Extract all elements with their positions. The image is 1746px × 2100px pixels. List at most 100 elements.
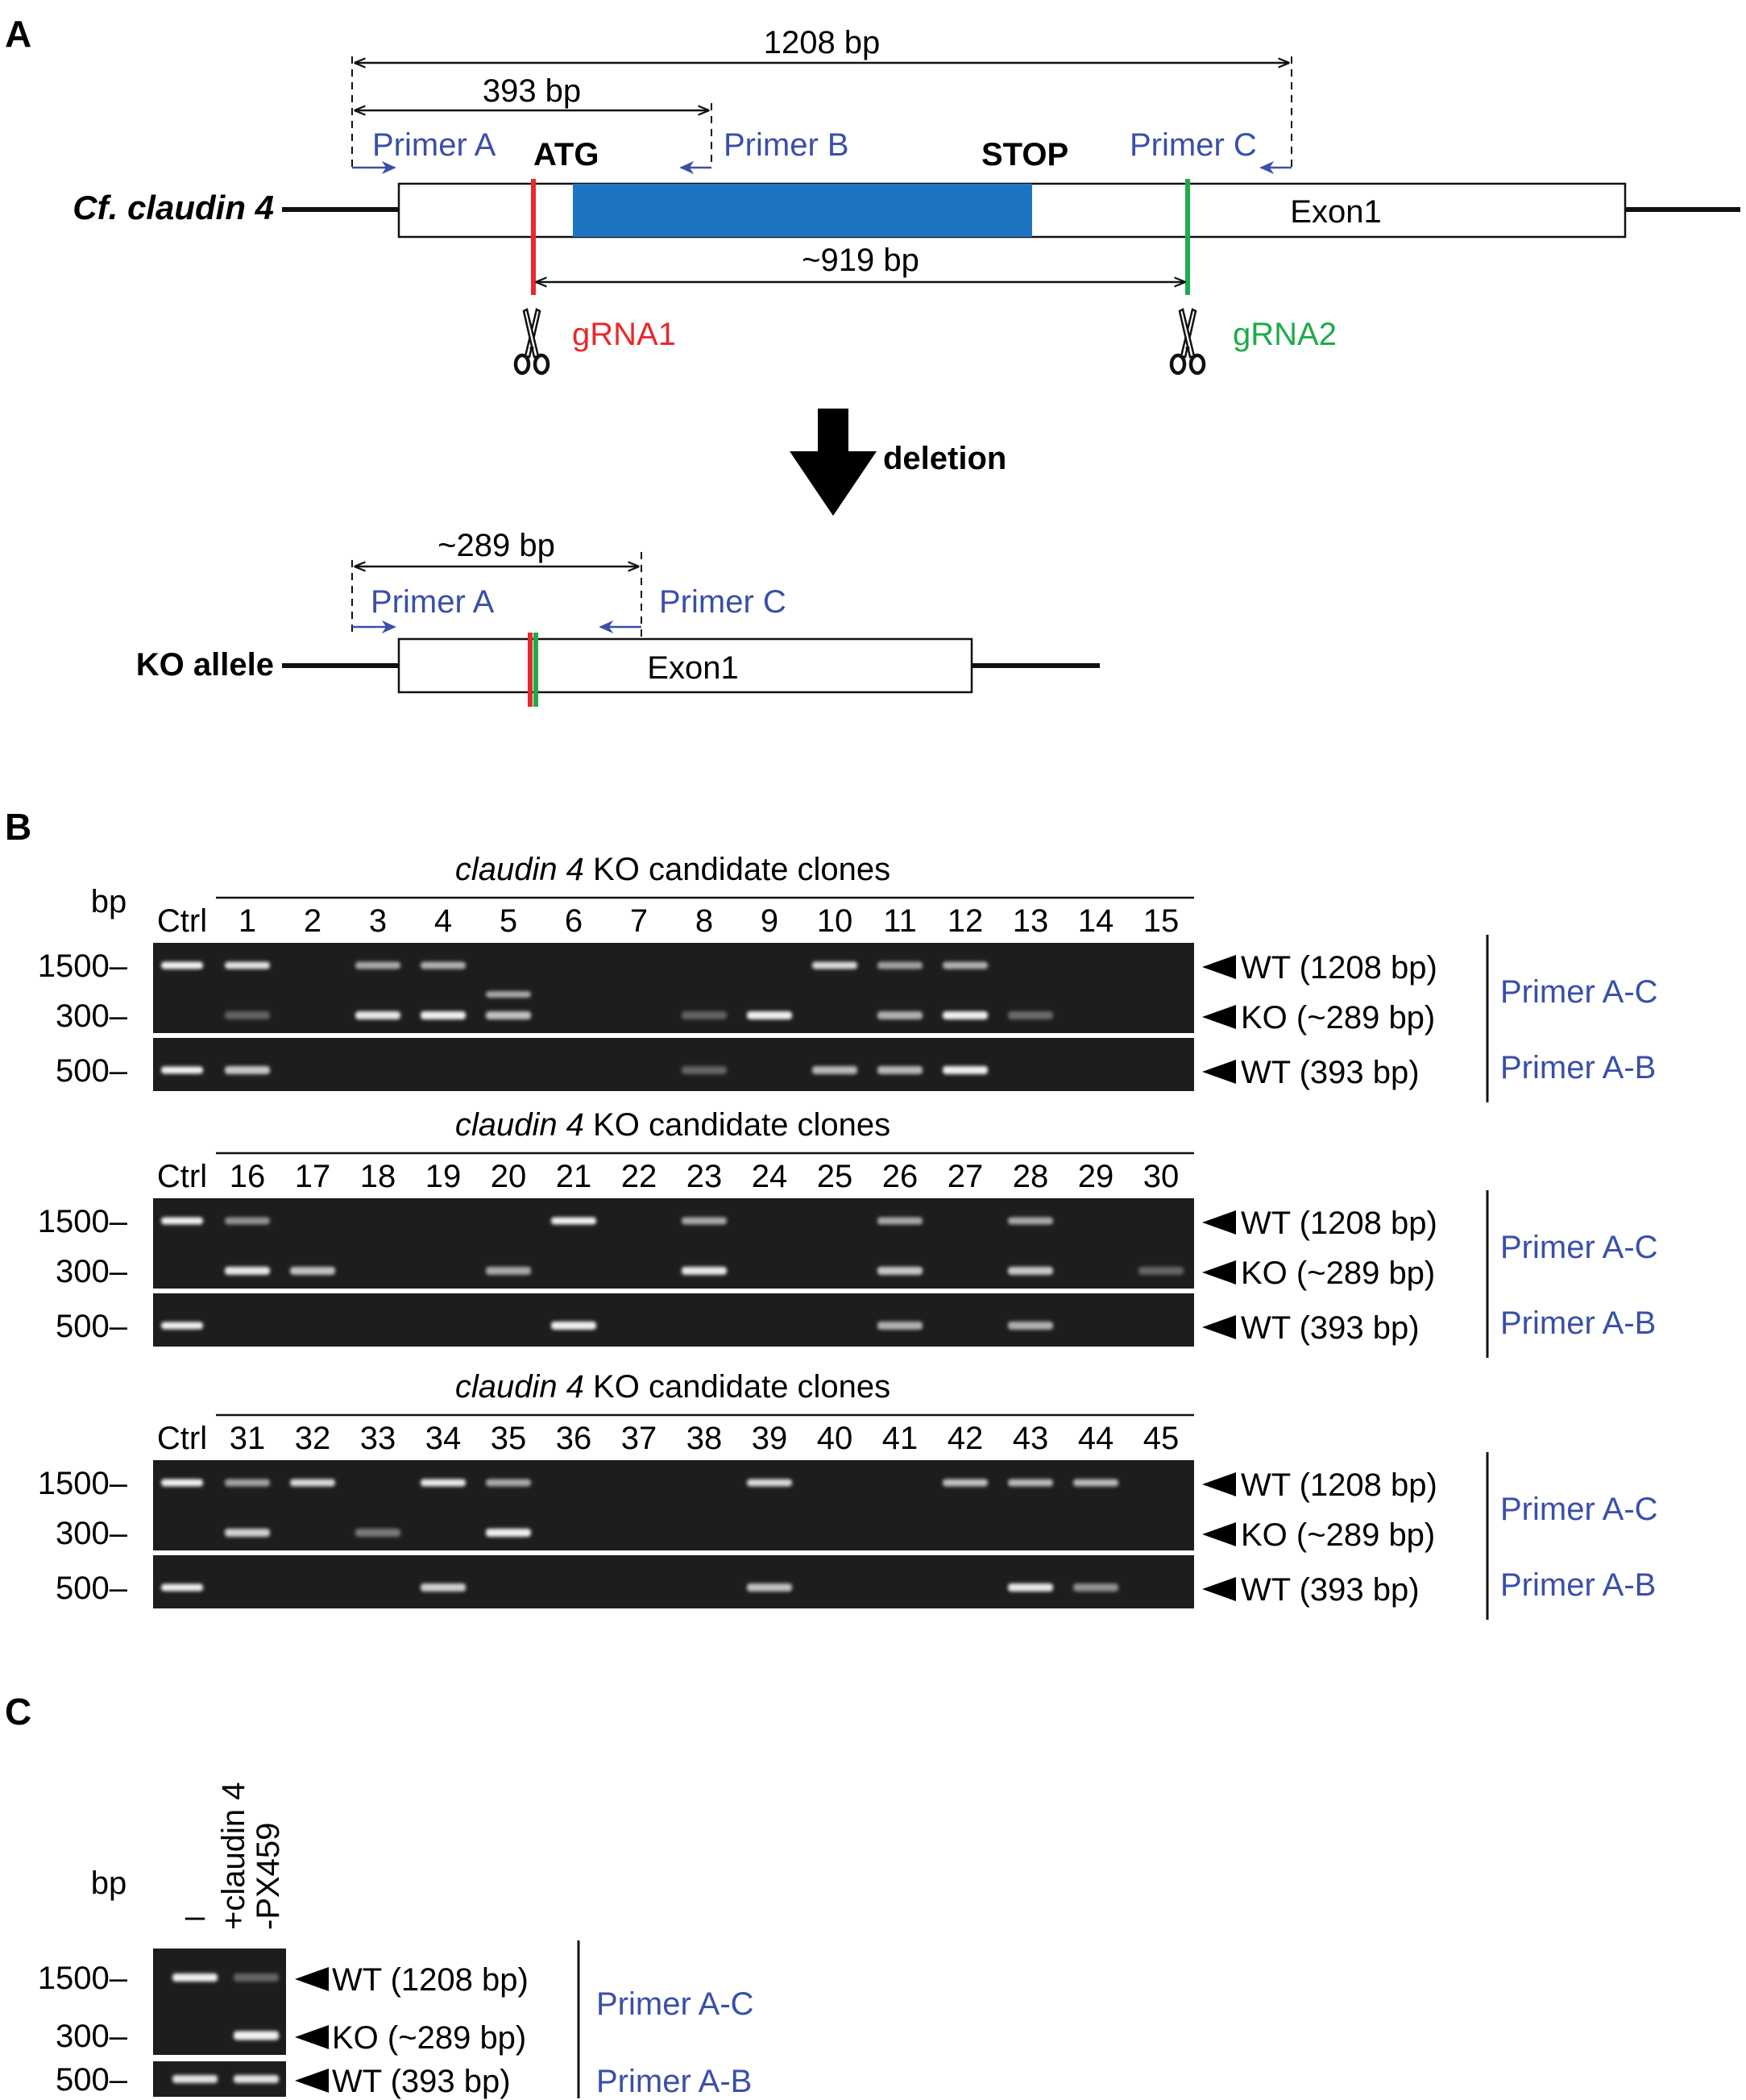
- lane-label: 18: [360, 1159, 396, 1194]
- band-ko-289: [225, 1529, 270, 1537]
- primer-ab-label: Primer A-B: [1500, 1305, 1656, 1341]
- lane-label: 32: [295, 1421, 331, 1456]
- band-wt-393: [877, 1066, 923, 1074]
- band-ko-289: [486, 1011, 531, 1019]
- lane-label: 11: [883, 903, 917, 939]
- lane-label: 42: [948, 1421, 984, 1456]
- band-wt-393: [1008, 1322, 1053, 1330]
- band-pointer: [1202, 1005, 1236, 1029]
- wt-1208-label: WT (1208 bp): [1241, 1206, 1437, 1241]
- lane-label: 33: [360, 1421, 396, 1456]
- band-pointer: [1202, 1522, 1236, 1546]
- lane-label: 4: [434, 903, 452, 939]
- lane-label: 6: [565, 903, 583, 939]
- lane-label: 20: [491, 1159, 527, 1194]
- scissors-icon: [516, 309, 548, 373]
- deletion-label: deletion: [883, 441, 1006, 476]
- primer-ac-label: Primer A-C: [596, 1986, 754, 2022]
- band-wt-1208: [225, 961, 270, 969]
- band-wt-393: [421, 1583, 466, 1592]
- lane-label: 34: [425, 1421, 462, 1456]
- ko-289-label: KO (~289 bp): [1241, 1517, 1435, 1553]
- lane-label: 19: [425, 1159, 462, 1194]
- band-pointer: [1202, 1060, 1236, 1084]
- scissors-icon: [1172, 309, 1204, 373]
- band-ko-289: [355, 1011, 400, 1019]
- primer-b-label: Primer B: [724, 127, 849, 163]
- band-wt-1208: [234, 1973, 279, 1982]
- dim-289-label: ~289 bp: [438, 528, 555, 563]
- band-extra: [486, 991, 531, 998]
- band-wt-393: [747, 1583, 792, 1592]
- primer-ab-label: Primer A-B: [1500, 1050, 1656, 1085]
- lane-label-ctrl: Ctrl: [157, 903, 207, 939]
- panel-c-letter: C: [5, 1691, 31, 1733]
- lane-label: 16: [230, 1159, 266, 1194]
- lane-label: 1: [238, 903, 256, 939]
- lane-label: 3: [369, 903, 387, 939]
- band-pointer: [295, 1967, 329, 1991]
- marker-500: 500–: [56, 2062, 128, 2098]
- down-arrow-icon: [790, 409, 877, 516]
- lane-label: 43: [1013, 1421, 1049, 1456]
- band-wt-1208: [1008, 1479, 1053, 1487]
- band-ctrl-1500: [161, 1479, 203, 1487]
- band-ko-289: [943, 1011, 988, 1019]
- marker-1500: 1500–: [38, 1466, 128, 1501]
- band-wt-1208: [172, 1973, 218, 1982]
- lane-label: 24: [752, 1159, 788, 1194]
- coding-sequence: [573, 184, 1032, 237]
- lane-label: 29: [1078, 1159, 1114, 1194]
- band-ko-289: [486, 1267, 531, 1275]
- ko-289-label: KO (~289 bp): [332, 2020, 526, 2056]
- band-ko-289: [234, 2031, 279, 2040]
- band-ko-289: [225, 1011, 270, 1019]
- band-wt-393: [1073, 1583, 1118, 1592]
- lane-label: 40: [817, 1421, 853, 1456]
- ko-allele-label: KO allele: [136, 647, 274, 683]
- band-ko-289: [355, 1529, 400, 1537]
- band-ctrl-1500: [161, 961, 203, 969]
- marker-1500: 1500–: [38, 948, 128, 984]
- band-wt-393: [234, 2075, 279, 2083]
- lane-label: 30: [1143, 1159, 1180, 1194]
- band-wt-393: [225, 1066, 270, 1074]
- lane-label: 28: [1013, 1159, 1049, 1194]
- lane-label: 39: [752, 1421, 788, 1456]
- gel-panel-c: 1500–300–500–WT (1208 bp)KO (~289 bp)WT …: [38, 1940, 754, 2099]
- atg-label: ATG: [533, 137, 599, 172]
- lane-label: 31: [230, 1421, 266, 1456]
- marker-300: 300–: [56, 1254, 128, 1289]
- band-wt-393: [682, 1066, 727, 1074]
- band-ko-289: [747, 1011, 792, 1019]
- wt-1208-label: WT (1208 bp): [332, 1962, 529, 1998]
- marker-300: 300–: [56, 998, 128, 1034]
- band-pointer: [1202, 1577, 1236, 1601]
- band-wt-1208: [551, 1217, 596, 1225]
- panel-b-letter: B: [5, 806, 31, 848]
- lane-label: 15: [1143, 903, 1180, 939]
- band-wt-1208: [943, 1479, 988, 1487]
- bp-axis-label: bp: [91, 1866, 127, 1901]
- band-wt-393: [943, 1066, 988, 1074]
- band-ko-289: [486, 1529, 531, 1537]
- band-wt-1208: [1008, 1217, 1053, 1225]
- panel-a: A 1208 bp 393 bp Primer A Primer B Prime…: [5, 13, 1740, 707]
- wt-1208-label: WT (1208 bp): [1241, 1467, 1437, 1503]
- wt-393-label: WT (393 bp): [1241, 1310, 1420, 1346]
- band-ko-289: [225, 1267, 270, 1275]
- band-wt-393: [1008, 1583, 1053, 1592]
- primer-a-label: Primer A: [372, 127, 496, 163]
- marker-500: 500–: [56, 1309, 128, 1344]
- dim-919-label: ~919 bp: [802, 243, 919, 278]
- group-header: claudin 4 KO candidate clones: [455, 1107, 890, 1143]
- lane-label: 23: [686, 1159, 723, 1194]
- band-wt-1208: [421, 961, 466, 969]
- marker-500: 500–: [56, 1053, 128, 1089]
- primer-ab-label: Primer A-B: [1500, 1567, 1656, 1603]
- band-pointer: [1202, 1210, 1236, 1235]
- lane-label-ctrl: Ctrl: [157, 1159, 207, 1194]
